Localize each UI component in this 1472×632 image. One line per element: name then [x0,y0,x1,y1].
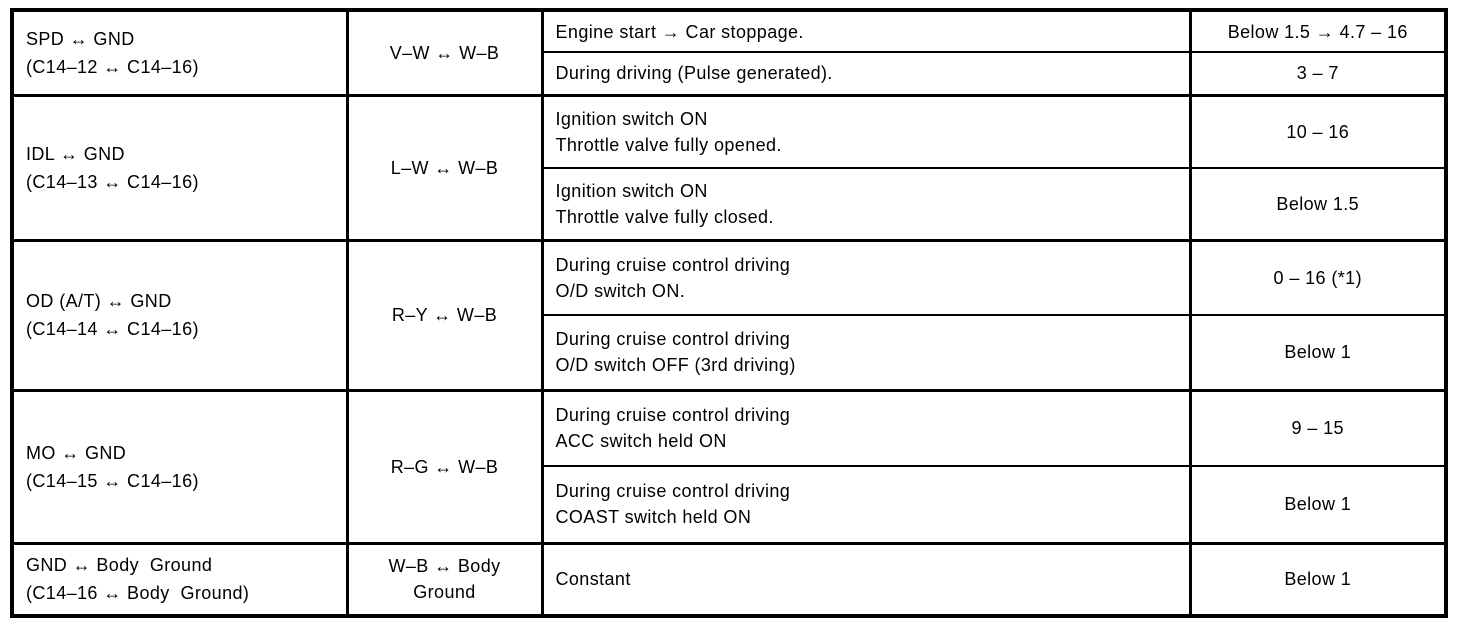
voltage-value-cell: 9 – 15 [1188,388,1448,467]
condition-cell: During cruise control driving O/D switch… [540,314,1192,391]
voltage-value-cell: Below 1 [1188,541,1448,617]
table-row: GND ↔ Body Ground (C14–16 ↔ Body Ground)… [10,541,1448,617]
table-row: During cruise control driving COAST swit… [12,465,1448,544]
condition-cell: Ignition switch ON Throttle valve fully … [540,93,1192,169]
terminal-cell: MO ↔ GND (C14–15 ↔ C14–16) [10,388,349,544]
voltage-value-cell: Below 1.5 → 4.7 – 16 [1188,8,1448,53]
terminal-cell: GND ↔ Body Ground (C14–16 ↔ Body Ground) [10,541,349,617]
condition-cell: During cruise control driving ACC switch… [540,388,1192,467]
voltage-value-cell: Below 1 [1188,465,1448,544]
condition-cell: Constant [540,541,1192,617]
table-row: During cruise control driving O/D switch… [12,314,1448,391]
voltage-value-cell: Below 1.5 [1188,167,1448,241]
wire-color-cell: R–G ↔ W–B [345,388,544,544]
voltage-value-cell: 0 – 16 (*1) [1188,238,1448,316]
table-row: OD (A/T) ↔ GND (C14–14 ↔ C14–16)R–Y ↔ W–… [10,238,1448,391]
terminal-cell: OD (A/T) ↔ GND (C14–14 ↔ C14–16) [10,238,349,391]
condition-cell: During driving (Pulse generated). [540,51,1192,96]
wire-color-cell: V–W ↔ W–B [345,8,544,96]
terminal-cell: IDL ↔ GND (C14–13 ↔ C14–16) [10,93,349,241]
voltage-value-cell: 10 – 16 [1188,93,1448,169]
voltage-value-cell: 3 – 7 [1188,51,1448,96]
condition-cell: During cruise control driving O/D switch… [540,238,1192,316]
wire-color-cell: W–B ↔ Body Ground [345,541,544,617]
condition-cell: Engine start → Car stoppage. [540,8,1192,53]
condition-cell: Ignition switch ON Throttle valve fully … [540,167,1192,241]
voltage-value-cell: Below 1 [1188,314,1448,391]
table-row: Ignition switch ON Throttle valve fully … [12,167,1448,241]
terminal-cell: SPD ↔ GND (C14–12 ↔ C14–16) [10,8,349,96]
table-row: During driving (Pulse generated).3 – 7 [12,51,1448,96]
wire-color-cell: L–W ↔ W–B [345,93,544,241]
condition-cell: During cruise control driving COAST swit… [540,465,1192,544]
wire-color-cell: R–Y ↔ W–B [345,238,544,391]
